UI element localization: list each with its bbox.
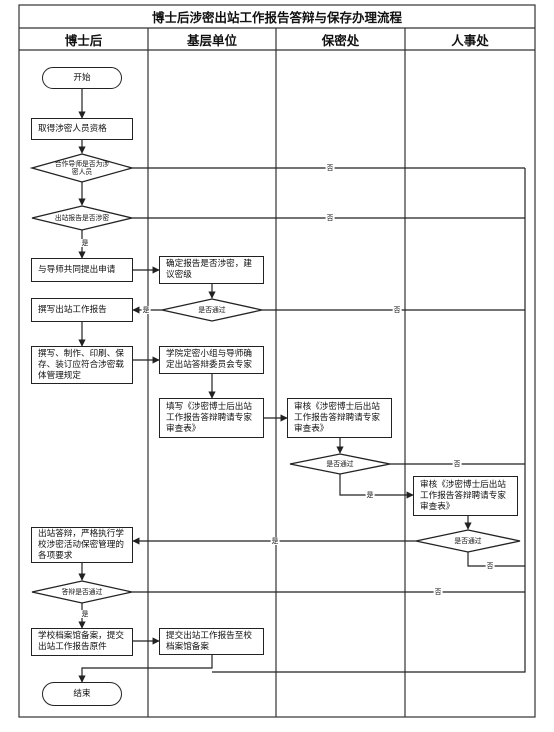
step-review-hr: 审核《涉密博士后出站工作报告答辩聘请专家审查表》	[413, 476, 518, 516]
lane-header-hr: 人事处	[451, 32, 489, 48]
end-node: 结束	[42, 682, 122, 706]
lane-header-unit: 基层单位	[186, 32, 237, 48]
decision-supervisor-label: 合作导师是否为涉密人员	[54, 159, 110, 177]
start-node: 开始	[42, 67, 122, 89]
step-determine: 确定报告是否涉密，建议密级	[159, 256, 264, 284]
step-fill-form: 填写《涉密博士后出站工作报告答辩聘请专家审查表》	[159, 398, 264, 438]
page-title: 博士后涉密出站工作报告答辩与保存办理流程	[151, 10, 402, 25]
lane-header-postdoc: 博士后	[64, 32, 103, 48]
step-write: 撰写出站工作报告	[31, 298, 133, 322]
edge-label-yes: 是	[270, 537, 280, 545]
step-apply: 与导师共同提出申请	[31, 258, 133, 282]
edge-label-yes: 是	[141, 306, 151, 314]
edge-label-yes: 是	[365, 491, 375, 499]
step-archive: 学校档案馆备案，提交出站工作报告原件	[31, 628, 133, 656]
step-defense: 出站答辩，严格执行学校涉密活动保密管理的各项要求	[31, 527, 133, 563]
decision-secrecy-label: 是否通过	[326, 459, 354, 468]
swimlane-frame	[18, 4, 536, 718]
edge-label-no: 否	[433, 588, 443, 596]
decision-report-label: 出站报告是否涉密	[54, 213, 110, 222]
edge-label-yes: 是	[80, 610, 90, 618]
edge-label-no: 否	[485, 562, 495, 570]
decision-hr-label: 是否通过	[454, 536, 482, 545]
step-qualify: 取得涉密人员资格	[31, 118, 133, 140]
decision-defense-label: 答辩是否通过	[61, 587, 103, 596]
step-committee: 学院定密小组与导师确定出站答辩委员会专家	[159, 346, 264, 374]
step-submit: 提交出站工作报告至校档案馆备案	[159, 628, 264, 655]
step-produce: 撰写、制作、印刷、保存、装订应符合涉密载体管理规定	[31, 346, 133, 384]
decision-unit-label: 是否通过	[198, 305, 226, 314]
edge-label-no: 否	[392, 306, 402, 314]
edge-label-no: 否	[325, 214, 335, 222]
step-review-secrecy: 审核《涉密博士后出站工作报告答辩聘请专家审查表》	[287, 398, 392, 438]
lane-header-secrecy: 保密处	[321, 32, 360, 48]
edge-label-no: 否	[325, 164, 335, 172]
edge-label-no: 否	[452, 460, 462, 468]
diamond-unit	[161, 298, 263, 322]
edge-label-yes: 是	[80, 239, 90, 247]
